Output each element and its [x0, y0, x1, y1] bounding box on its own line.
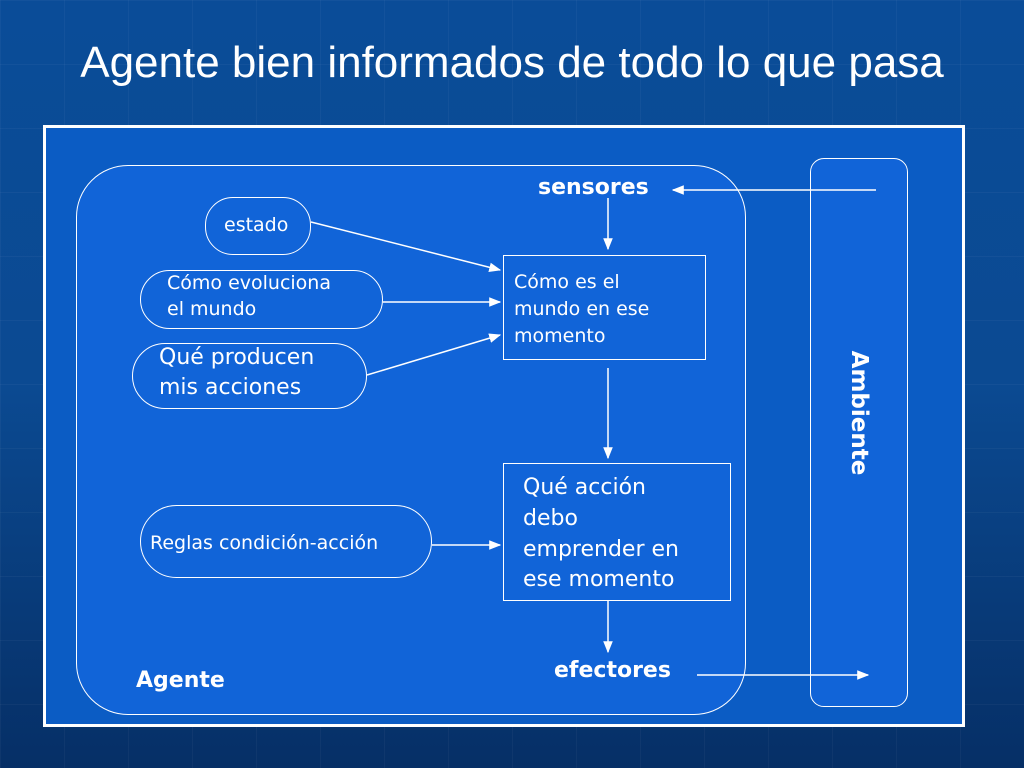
slide-title: Agente bien informados de todo lo que pa… [80, 38, 944, 87]
accion-line-3: emprender en [523, 537, 679, 562]
accion-line-1: Qué acción [523, 475, 646, 500]
accion-line-4: ese momento [523, 567, 675, 592]
evoluciona-line-2: el mundo [167, 298, 257, 320]
evoluciona-pill [140, 270, 383, 329]
acciones-line-2: mis acciones [159, 375, 302, 400]
evoluciona-line-1: Cómo evoluciona [167, 272, 331, 294]
accion-box [503, 463, 731, 601]
accion-line-2: debo [523, 506, 578, 531]
efectores-label: efectores [554, 658, 671, 683]
reglas-label: Reglas condición-acción [150, 532, 379, 554]
reglas-pill [140, 505, 432, 578]
mundo-line-3: momento [514, 325, 606, 347]
environment-box [810, 158, 908, 707]
acciones-line-1: Qué producen [159, 345, 315, 370]
estado-label: estado [224, 214, 289, 236]
estado-pill [205, 197, 311, 255]
mundo-line-1: Cómo es el [514, 271, 620, 293]
acciones-pill [132, 343, 367, 409]
agent-box [76, 165, 746, 715]
sensores-label: sensores [538, 175, 649, 200]
mundo-line-2: mundo en ese [514, 298, 650, 320]
mundo-box [503, 255, 706, 360]
agente-label: Agente [136, 668, 225, 693]
arrow-estado-to-mundo [310, 221, 502, 272]
arrow-acciones-to-mundo [366, 333, 502, 376]
